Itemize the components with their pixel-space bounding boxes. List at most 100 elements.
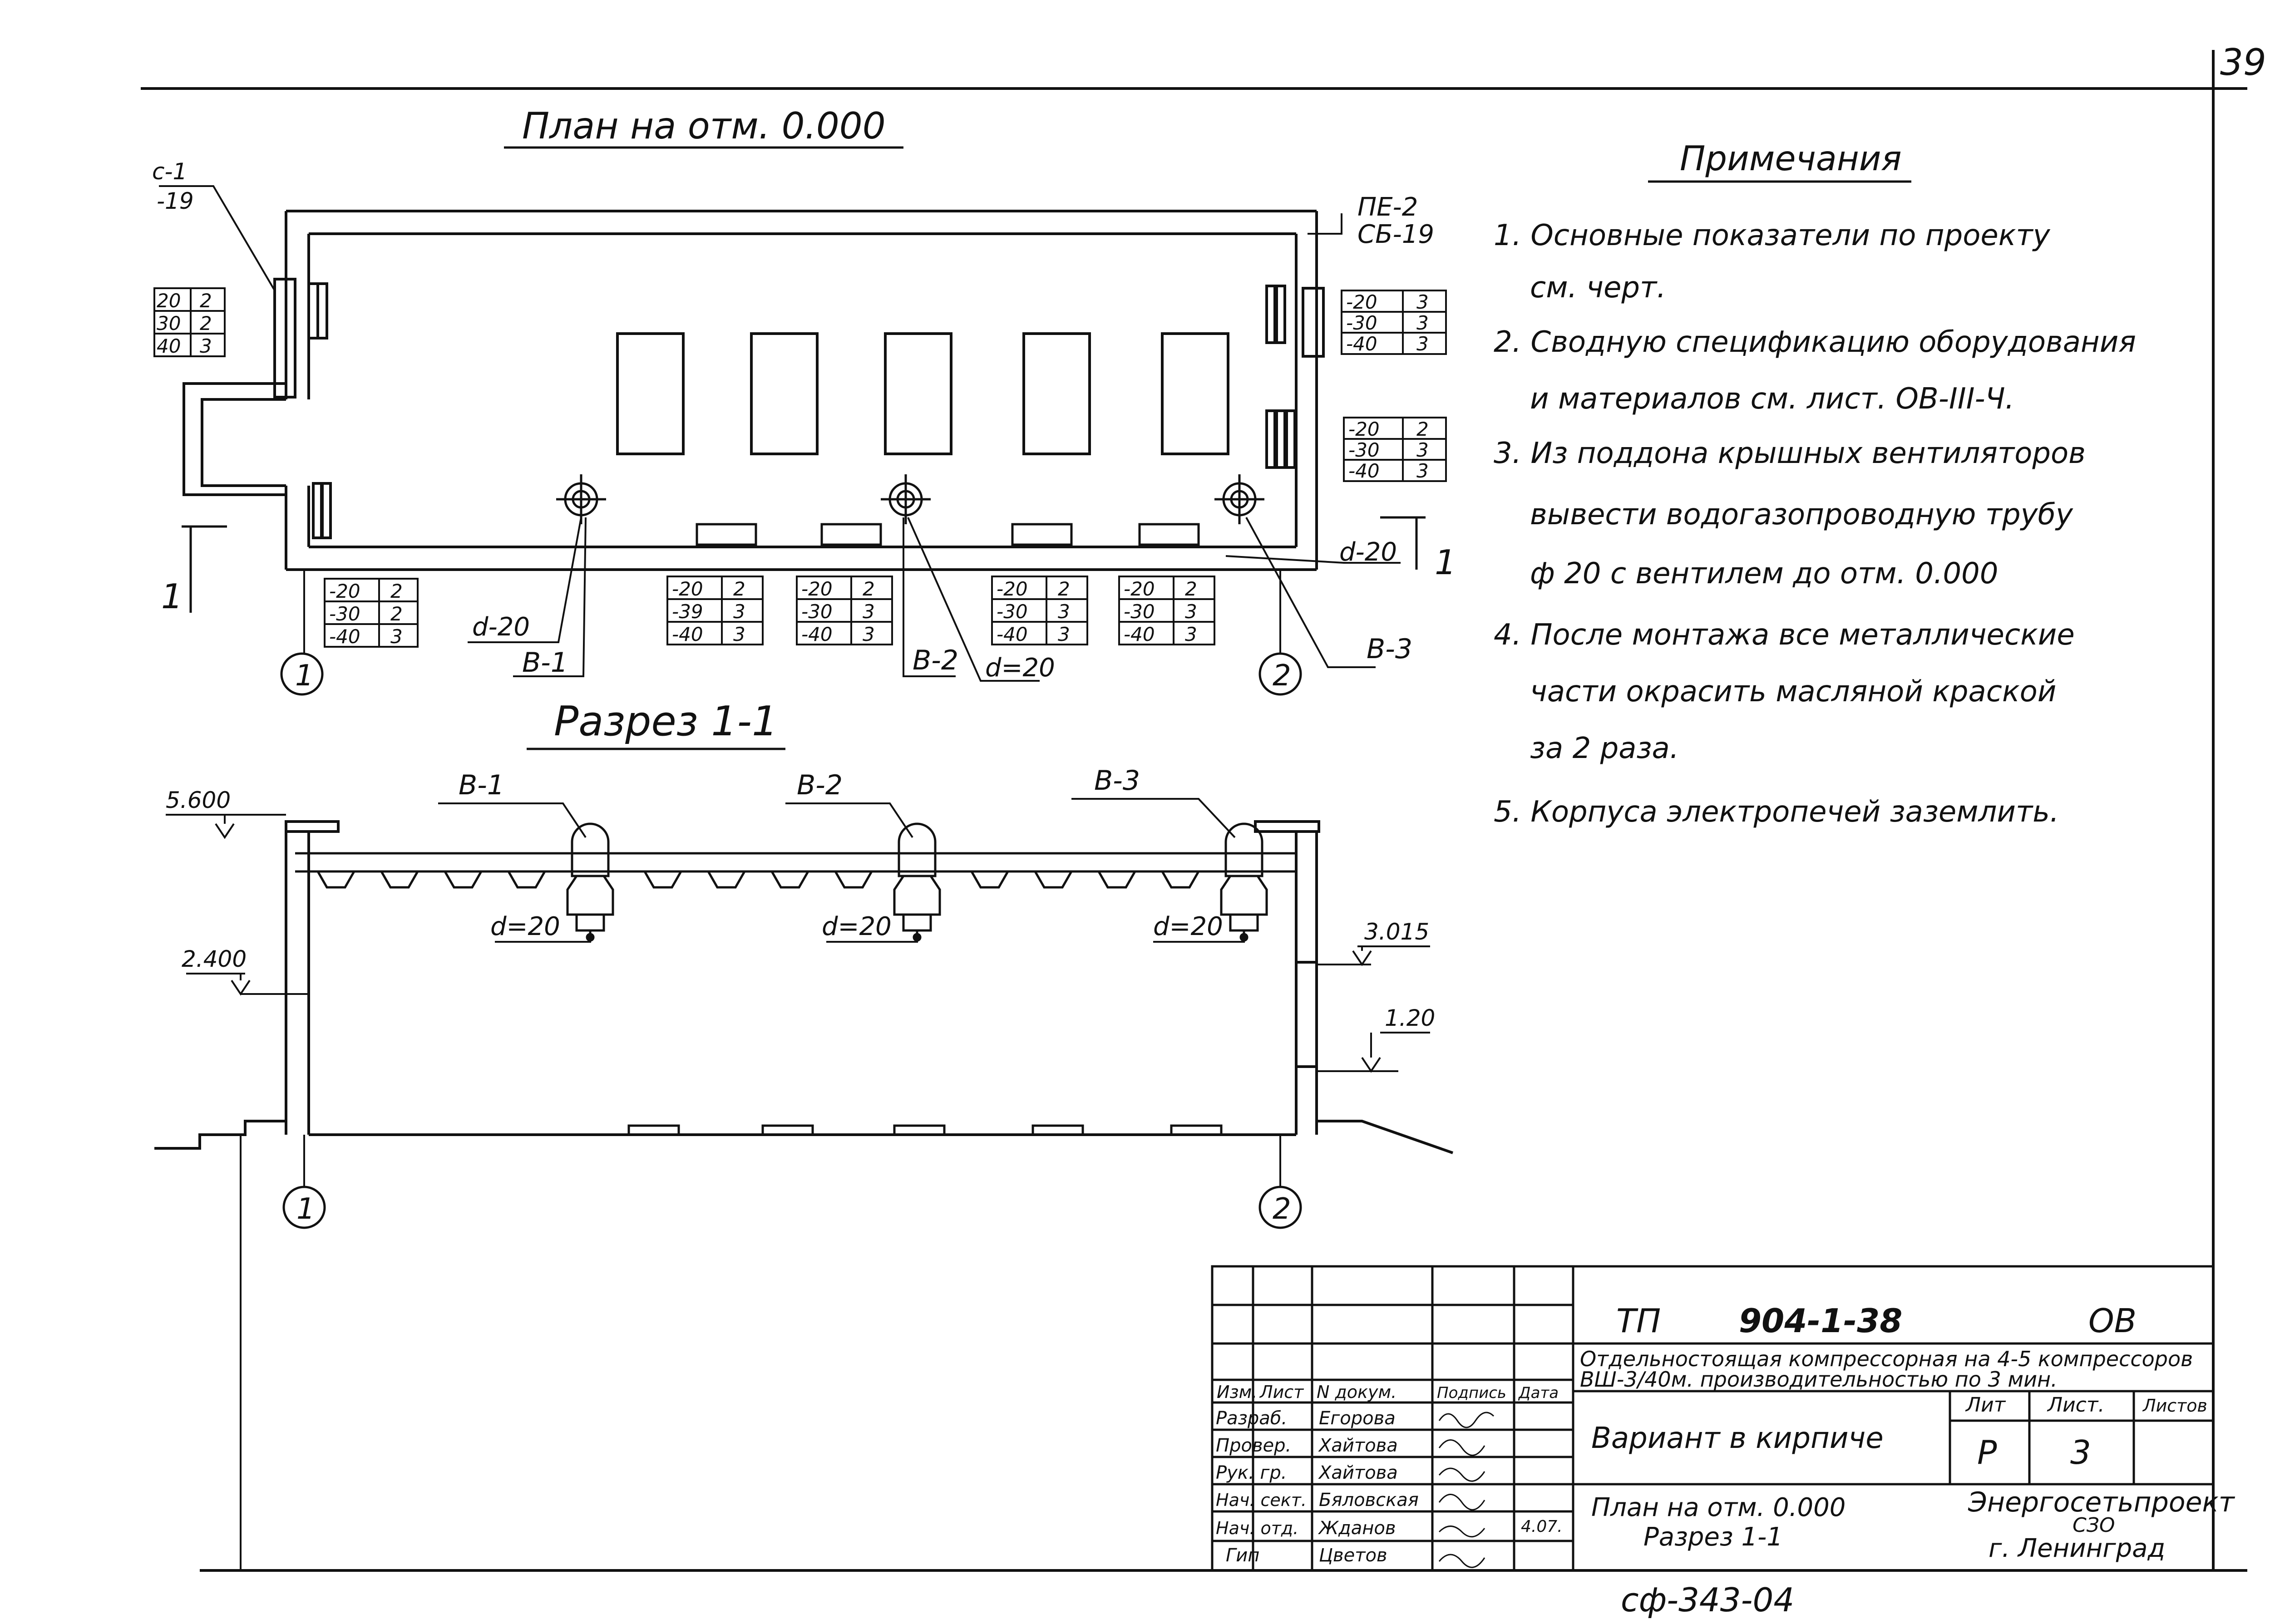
- section-pipe-label-2: d=20: [822, 912, 892, 941]
- plan-table-bottom-3: -20 2 -30 3 -40 3: [796, 576, 893, 645]
- table-cell: -20: [1124, 578, 1155, 600]
- svg-text:2: 2: [1273, 659, 1291, 693]
- table-cell: 2: [1058, 578, 1070, 600]
- notes-line: за 2 раза.: [1530, 732, 1679, 765]
- plan-section-mark-left: 1: [161, 576, 183, 616]
- plan-tag-left-1: с-1: [152, 158, 187, 185]
- title-person-name: Хайтова: [1318, 1435, 1398, 1456]
- table-cell: 2: [390, 580, 403, 602]
- table-cell: 3: [1416, 460, 1429, 482]
- table-cell: -30: [997, 600, 1028, 623]
- title-block: ТП 904-1-38 ОВ Отдельностоящая компрессо…: [1211, 1265, 2235, 1572]
- title-sheet-value: 3: [2070, 1433, 2091, 1471]
- title-col-header: Подпись: [1437, 1384, 1506, 1402]
- title-person-role: Нач. сект.: [1216, 1490, 1307, 1510]
- title-description-1: Отдельностоящая компрессорная на 4-5 ком…: [1580, 1347, 2193, 1371]
- plan-tag-left-2: -19: [157, 188, 194, 214]
- table-cell: 30: [157, 312, 181, 335]
- table-cell: 2: [390, 603, 403, 625]
- section-vent-label-3: В-3: [1094, 765, 1140, 797]
- table-cell: 3: [1416, 439, 1429, 461]
- svg-text:2: 2: [1273, 1192, 1291, 1226]
- table-cell: 3: [733, 623, 745, 645]
- table-cell: 3: [1416, 312, 1429, 334]
- plan-axis-1: 1: [280, 652, 324, 696]
- plan-section-marks: [182, 516, 1426, 613]
- section-elev-120: 1.20: [1385, 1005, 1435, 1031]
- table-cell: -20: [801, 578, 833, 600]
- section-floor-equipment: [627, 1124, 1223, 1136]
- plan-vent-label-3: В-3: [1367, 633, 1412, 665]
- table-cell: -40: [672, 623, 703, 645]
- table-cell: -30: [329, 603, 360, 625]
- table-cell: 2: [1416, 418, 1429, 440]
- table-cell: 20: [157, 290, 181, 312]
- table-cell: 3: [863, 623, 875, 645]
- table-cell: -30: [1348, 439, 1380, 461]
- title-org-2: СЗО: [2073, 1514, 2115, 1537]
- title-sheets-header: Листов: [2142, 1396, 2207, 1416]
- title-col-header: N докум.: [1317, 1382, 1397, 1402]
- notes-line: см. черт.: [1530, 271, 1666, 305]
- title-org-1: Энергосетьпроект: [1968, 1486, 2235, 1518]
- plan-table-right-2: -20 2 -30 3 -40 3: [1343, 417, 1447, 482]
- table-cell: -40: [1124, 623, 1155, 645]
- table-cell: -20: [1346, 291, 1377, 313]
- section-vent-label-1: В-1: [459, 769, 504, 801]
- notes-title: Примечания: [1680, 138, 1902, 178]
- notes-line: 1. Основные показатели по проекту: [1494, 219, 2051, 252]
- title-variant: Вариант в кирпиче: [1591, 1422, 1884, 1455]
- svg-text:1: 1: [296, 1192, 315, 1226]
- section-axis-2: 2: [1258, 1186, 1302, 1229]
- plan-pipe-label-mid: d=20: [985, 653, 1055, 683]
- plan-leaders: [159, 185, 1401, 682]
- table-cell: 2: [200, 290, 212, 312]
- table-cell: 3: [863, 600, 875, 623]
- section-title: Разрез 1-1: [554, 698, 778, 745]
- plan-table-bottom-1: -20 2 -30 2 -40 3: [324, 578, 419, 648]
- plan-walls: [183, 210, 1325, 571]
- table-cell: -30: [1124, 600, 1155, 623]
- table-cell: -20: [1348, 418, 1380, 440]
- title-col-header: Изм.: [1217, 1382, 1257, 1402]
- title-lit-header: Лит: [1965, 1393, 2006, 1417]
- title-lit-value: Р: [1977, 1433, 1997, 1471]
- table-cell: -20: [997, 578, 1028, 600]
- section-elev-top: 5.600: [166, 787, 231, 813]
- table-cell: -40: [801, 623, 833, 645]
- title-sheet-header: Лист.: [2047, 1393, 2105, 1417]
- archive-number: сф-343-04: [1621, 1581, 1794, 1619]
- plan-table-bottom-2: -20 2 -39 3 -40 3: [666, 576, 764, 645]
- title-person-name: Хайтова: [1318, 1462, 1398, 1483]
- plan-tag-right-1: ПЕ-2: [1357, 192, 1418, 222]
- title-person-role: Провер.: [1216, 1435, 1291, 1456]
- title-col-header: Дата: [1518, 1384, 1559, 1402]
- table-cell: -40: [329, 625, 360, 648]
- plan-tag-right-2: СБ-19: [1357, 220, 1434, 249]
- table-cell: 3: [1185, 623, 1197, 645]
- title-person-role: Нач. отд.: [1216, 1518, 1298, 1538]
- plan-equipment: [616, 332, 1229, 455]
- plan-title: План на отм. 0.000: [522, 105, 886, 147]
- section-leaders: [438, 798, 1245, 943]
- table-cell: 3: [733, 600, 745, 623]
- notes-line: части окрасить масляной краской: [1530, 675, 2056, 709]
- table-cell: 2: [1185, 578, 1197, 600]
- section-axis-1: 1: [282, 1186, 326, 1229]
- notes-line: вывести водогазопроводную трубу: [1530, 498, 2073, 531]
- plan-section-mark-right: 1: [1435, 542, 1456, 582]
- plan-bottom-heaters: [696, 523, 1200, 546]
- notes-line: 5. Корпуса электропечей заземлить.: [1494, 795, 2059, 829]
- table-cell: 40: [157, 335, 181, 357]
- title-sheet-name-2: Разрез 1-1: [1643, 1522, 1783, 1552]
- table-cell: -30: [1346, 312, 1377, 334]
- title-date: 4.07.: [1521, 1517, 1563, 1536]
- notes-line: 2. Сводную спецификацию оборудования: [1494, 325, 2136, 359]
- title-person-name: Цветов: [1319, 1545, 1387, 1566]
- plan-table-bottom-4: -20 2 -30 3 -40 3: [991, 576, 1088, 645]
- title-col-header: Лист: [1259, 1382, 1304, 1402]
- plan-table-right-1: -20 3 -30 3 -40 3: [1341, 290, 1447, 355]
- title-org-3: г. Ленинград: [1989, 1534, 2165, 1563]
- plan-table-left: 20 2 30 2 40 3: [153, 287, 226, 357]
- table-cell: -20: [672, 578, 703, 600]
